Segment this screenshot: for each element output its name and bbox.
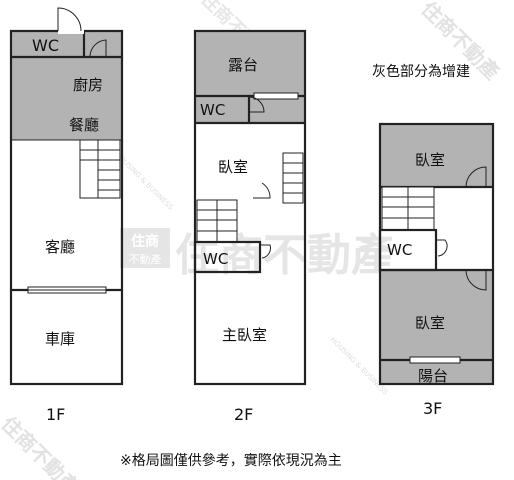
2f-room-terrace: 露台 [228, 56, 258, 74]
watermark-corner-text-2: 住商不動產 [0, 412, 84, 480]
3f-added-area-top [380, 124, 493, 187]
watermark-logo-top: 住商 [131, 233, 159, 250]
1f-room-living: 客廳 [45, 238, 75, 256]
1f-room-kitchen: 廚房 [73, 76, 103, 94]
3f-room-wc: WC [387, 241, 412, 259]
2f-room-wc-bottom: WC [203, 250, 228, 268]
floor-3f-plan: 臥室 WC 臥室 陽台 3F [378, 122, 495, 418]
3f-room-bedroom-bottom: 臥室 [415, 314, 445, 332]
floor-2f-plan: 露台 WC 臥室 WC 主臥室 2F [193, 29, 307, 424]
2f-stairs-left [196, 199, 238, 243]
3f-stairs [381, 186, 435, 231]
1f-room-dining: 餐廳 [69, 116, 99, 134]
floor-1f-plan: WC 廚房 餐廳 客廳 車庫 1F [9, 7, 124, 424]
watermark-logo: 住商 不動產 [120, 228, 170, 268]
1f-room-wc: WC [32, 36, 59, 55]
1f-floor-label: 1F [46, 405, 65, 424]
3f-floor-label: 3F [423, 399, 442, 418]
1f-added-area [11, 31, 122, 140]
2f-room-wc-top: WC [200, 101, 225, 119]
2f-floor-label: 2F [234, 405, 253, 424]
3f-added-area-bottom [380, 270, 493, 384]
2f-room-master-bedroom: 主臥室 [222, 326, 267, 344]
3f-room-balcony: 陽台 [418, 367, 448, 385]
footer-note: ※格局圖僅供參考，實際依現況為主 [120, 452, 342, 469]
2f-room-bedroom: 臥室 [218, 158, 248, 176]
1f-stairs [79, 139, 121, 199]
2f-stairs-right [282, 152, 304, 204]
legend-note: 灰色部分為增建 [372, 63, 470, 80]
3f-room-bedroom-top: 臥室 [415, 151, 445, 169]
1f-room-garage: 車庫 [45, 330, 75, 348]
watermark-logo-bottom: 不動產 [129, 252, 162, 266]
